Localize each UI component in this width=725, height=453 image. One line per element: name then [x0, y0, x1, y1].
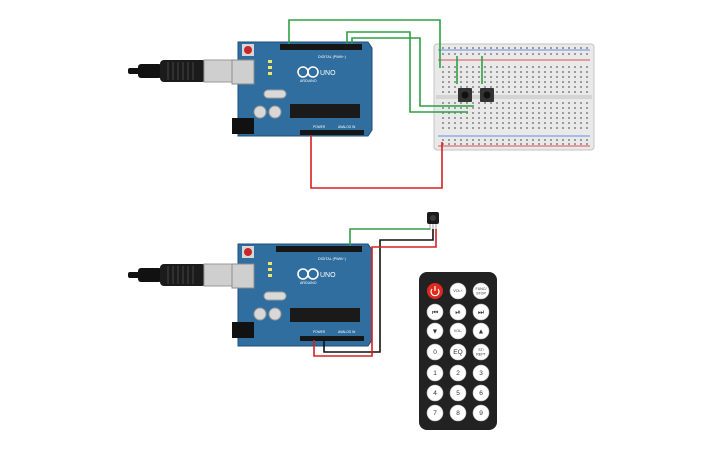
remote-button[interactable]: 0 — [426, 343, 444, 361]
remote-button[interactable]: 8 — [449, 404, 467, 422]
top-circuit: DIGITAL (PWM~) UNO ARDUINO POWER ANALOG … — [128, 19, 595, 189]
usb-cable-top — [128, 59, 239, 83]
breadboard-holes — [442, 47, 588, 145]
remote-button-label: 7 — [433, 410, 437, 417]
wire-green-ir — [349, 228, 430, 246]
arduino-uno-board-bottom[interactable]: DIGITAL (PWM~) UNO ARDUINO POWER ANALOG … — [231, 243, 373, 347]
remote-button[interactable]: 2 — [449, 364, 467, 382]
wire-black-ir — [323, 229, 434, 353]
remote-button[interactable]: ⏯ — [449, 303, 467, 321]
remote-button-label: REPT — [476, 353, 486, 357]
arduino-logo — [297, 66, 319, 78]
remote-button-label: 5 — [456, 390, 460, 397]
remote-button-label: 8 — [456, 410, 460, 417]
remote-button-label: 6 — [479, 390, 483, 397]
remote-button[interactable]: ST/REPT — [472, 343, 490, 361]
remote-button[interactable]: 4 — [426, 384, 444, 402]
remote-button-label: STOP — [476, 292, 486, 296]
usb-cable-bottom — [128, 263, 239, 287]
wire-green-3 — [351, 37, 474, 107]
remote-button-label: ⏯ — [455, 309, 461, 316]
board-model: UNO — [320, 70, 336, 77]
remote-button[interactable]: VOL+ — [449, 282, 467, 300]
power-analog-header[interactable] — [300, 130, 364, 135]
remote-button[interactable]: 7 — [426, 404, 444, 422]
remote-buttons: VOL+ FUNC/STOP ⏮ ⏯ ⏭ ▼ VOL- ▲ 0 EQ ST/REPT 1 2 3 4 5 6 7 8… — [426, 282, 490, 422]
remote-button-label: 0 — [433, 349, 437, 356]
remote-button-label: ⏮ — [432, 309, 438, 316]
ir-remote[interactable]: VOL+ FUNC/STOP ⏮ ⏯ ⏭ ▼ VOL- ▲ 0 EQ ST/REPT 1 2 3 4 5 6 7 8… — [419, 272, 497, 430]
remote-button-label: 1 — [433, 370, 437, 377]
remote-button[interactable]: 1 — [426, 364, 444, 382]
wire-red-top — [310, 135, 443, 189]
arduino-uno-board-top[interactable]: DIGITAL (PWM~) UNO ARDUINO POWER ANALOG … — [231, 41, 373, 137]
remote-button[interactable]: 5 — [449, 384, 467, 402]
ir-receiver[interactable] — [427, 212, 439, 230]
remote-button-label: ▲ — [478, 328, 485, 335]
wire-green-2 — [346, 31, 468, 113]
power-analog-header[interactable] — [300, 336, 364, 341]
remote-button-label: 3 — [479, 370, 483, 377]
remote-button[interactable]: 3 — [472, 364, 490, 382]
remote-button-label: ST/ — [478, 348, 484, 352]
remote-button-label: 2 — [456, 370, 460, 377]
board-brand: ARDUINO — [300, 281, 317, 285]
remote-button[interactable]: ▼ — [426, 322, 444, 340]
atmega-chip — [290, 104, 360, 118]
breadboard[interactable] — [433, 43, 595, 151]
power-button[interactable] — [427, 283, 443, 299]
atmega-chip — [290, 308, 360, 322]
digital-label: DIGITAL (PWM~) — [318, 257, 346, 261]
remote-button[interactable]: ⏮ — [426, 303, 444, 321]
analog-label: ANALOG IN — [338, 330, 356, 334]
top-wires — [288, 19, 483, 189]
remote-button-label: ⏭ — [478, 309, 485, 316]
digital-header[interactable] — [280, 44, 362, 50]
remote-button-label: 4 — [433, 390, 437, 397]
wire-red-ir — [313, 229, 437, 357]
remote-button[interactable]: ▲ — [472, 322, 490, 340]
power-icon — [430, 288, 440, 297]
bottom-wires — [313, 228, 437, 357]
board-model: UNO — [320, 272, 336, 279]
wire-green-1 — [288, 19, 441, 68]
analog-label: ANALOG IN — [338, 125, 356, 129]
power-label: POWER — [313, 330, 326, 334]
remote-button-label: ▼ — [432, 328, 439, 335]
remote-button[interactable]: ⏭ — [472, 303, 490, 321]
remote-button-label: FUNC/ — [476, 287, 487, 291]
remote-button-label: EQ — [453, 349, 462, 356]
arduino-logo — [297, 268, 319, 280]
remote-button[interactable]: FUNC/STOP — [472, 282, 490, 300]
digital-header[interactable] — [276, 246, 362, 252]
remote-button[interactable]: 9 — [472, 404, 490, 422]
pushbutton-2[interactable] — [480, 88, 494, 102]
pushbutton-1[interactable] — [458, 88, 472, 102]
remote-button-label: VOL- — [454, 329, 463, 333]
bottom-circuit: DIGITAL (PWM~) UNO ARDUINO POWER ANALOG … — [128, 212, 497, 430]
remote-button[interactable]: 6 — [472, 384, 490, 402]
remote-button-label: VOL+ — [453, 289, 462, 293]
remote-button[interactable]: VOL- — [449, 322, 467, 340]
board-brand: ARDUINO — [300, 79, 317, 83]
remote-button[interactable]: EQ — [449, 343, 467, 361]
power-label: POWER — [313, 125, 326, 129]
remote-button-label: 9 — [479, 410, 483, 417]
digital-label: DIGITAL (PWM~) — [318, 55, 346, 59]
